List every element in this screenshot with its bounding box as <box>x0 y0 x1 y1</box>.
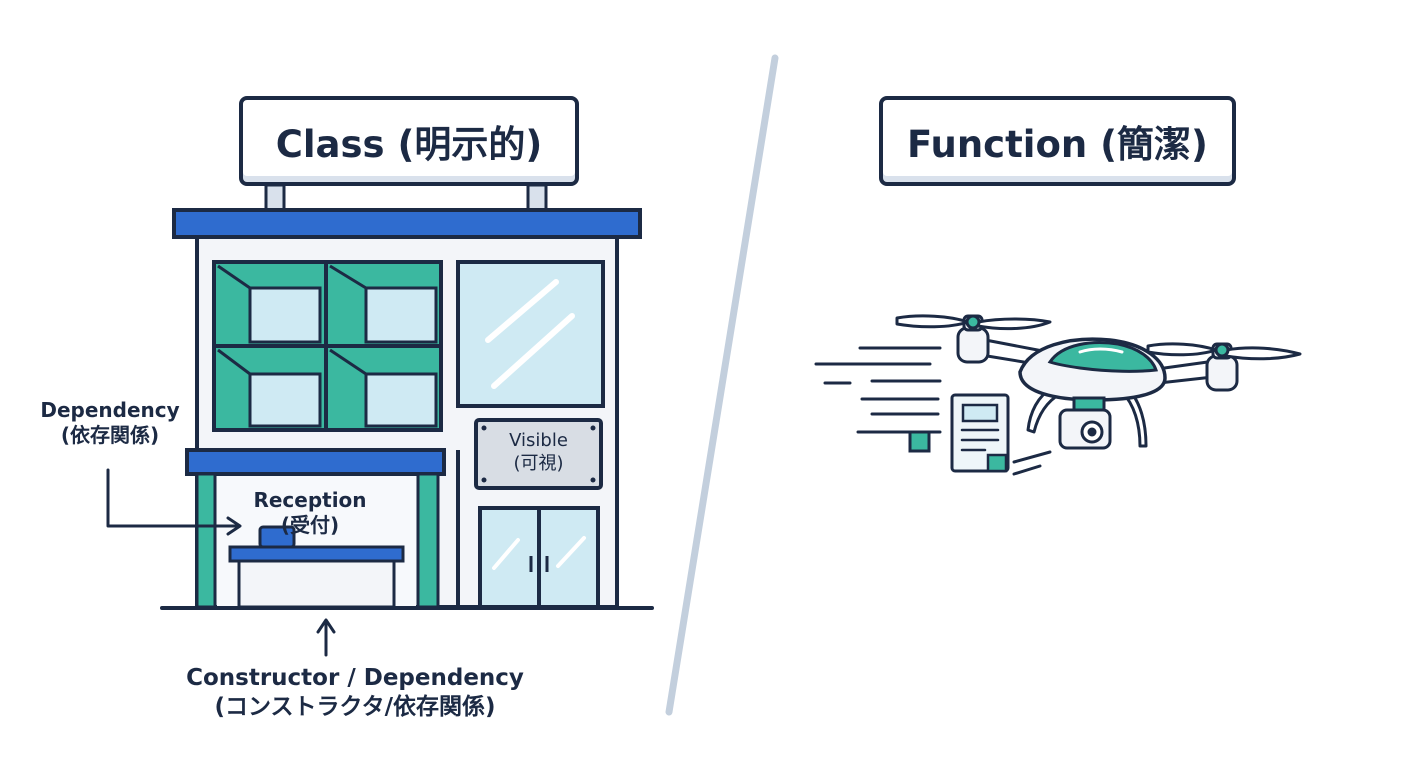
speed-lines <box>814 346 1052 476</box>
document-package <box>950 393 1010 473</box>
visible-label-ja: (可視) <box>513 452 564 474</box>
entrance-doors <box>478 506 600 609</box>
small-package <box>908 430 931 453</box>
reception-label-ja: (受付) <box>280 513 340 537</box>
dependency-label: Dependency (依存関係) <box>20 398 200 448</box>
divider-line <box>665 54 779 716</box>
window-pane <box>248 286 438 428</box>
building <box>160 183 654 610</box>
glass-window <box>456 260 605 408</box>
visible-plate <box>474 418 603 490</box>
plate-screws <box>481 425 596 483</box>
constructor-label-ja: (コンストラクタ/依存関係) <box>214 693 496 720</box>
pillar-left <box>195 472 217 609</box>
reception-label: Reception (受付) <box>240 488 380 538</box>
dependency-arrow <box>106 468 242 536</box>
class-title-sign: Class (明示的) <box>239 96 579 186</box>
constructor-label: Constructor / Dependency (コンストラクタ/依存関係) <box>165 664 545 722</box>
constructor-label-en: Constructor / Dependency <box>186 665 524 691</box>
dependency-label-ja: (依存関係) <box>60 423 160 447</box>
drone-illustration <box>814 314 1302 476</box>
visible-label: Visible (可視) <box>478 430 599 475</box>
drone-camera <box>1058 396 1112 450</box>
class-title: Class (明示的) <box>275 123 543 166</box>
sign-post-right <box>526 183 548 213</box>
constructor-arrow <box>316 618 336 657</box>
reception-label-en: Reception <box>253 488 367 512</box>
roof <box>172 208 642 239</box>
dependency-label-en: Dependency <box>40 398 180 422</box>
function-title: Function (簡潔) <box>907 123 1208 166</box>
reception-desk <box>228 525 405 609</box>
pillar-right <box>416 472 440 609</box>
function-title-sign: Function (簡潔) <box>879 96 1236 186</box>
sign-post-left <box>264 183 286 213</box>
visible-label-en: Visible <box>509 430 568 451</box>
window-grid <box>212 260 443 432</box>
awning <box>185 448 446 476</box>
